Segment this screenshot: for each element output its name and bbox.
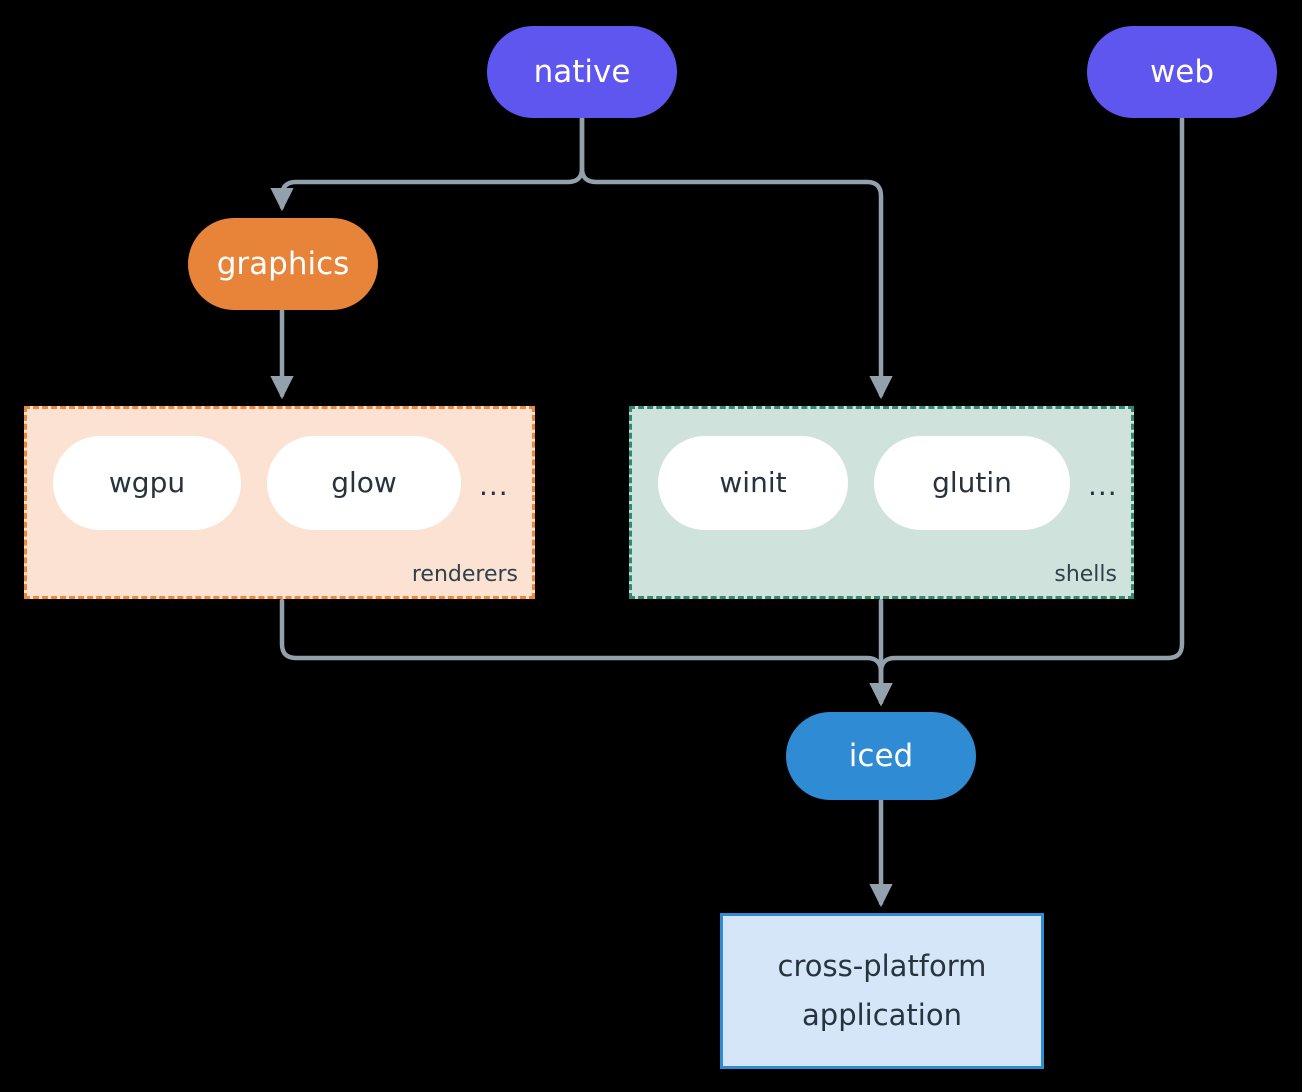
group-renderers: wgpu glow ... renderers (24, 406, 535, 599)
edge-web-iced (869, 115, 1185, 707)
node-application-line1: cross-platform (777, 948, 987, 983)
edge-renderers-iced (279, 598, 893, 707)
chip-wgpu[interactable]: wgpu (53, 436, 241, 530)
group-shells-label: shells (1054, 562, 1117, 587)
chip-glutin-label: glutin (932, 466, 1012, 499)
node-graphics[interactable]: graphics (188, 218, 378, 310)
edge-native-trunk (270, 115, 585, 212)
node-native[interactable]: native (487, 26, 677, 118)
group-renderers-label: renderers (411, 562, 518, 587)
chip-glutin[interactable]: glutin (874, 436, 1070, 530)
shells-more-ellipsis: ... (1088, 469, 1118, 502)
node-iced-label: iced (848, 737, 914, 774)
chip-glow-label: glow (331, 466, 397, 499)
group-shells: winit glutin ... shells (629, 406, 1134, 599)
node-web[interactable]: web (1087, 26, 1277, 118)
node-application-line2: application (802, 998, 962, 1032)
chip-winit-label: winit (719, 466, 787, 499)
chip-wgpu-label: wgpu (108, 466, 186, 499)
node-graphics-label: graphics (216, 245, 350, 282)
chip-winit[interactable]: winit (658, 436, 848, 530)
node-iced[interactable]: iced (786, 712, 976, 800)
node-application[interactable]: cross-platform application (720, 913, 1044, 1069)
chip-glow[interactable]: glow (267, 436, 461, 530)
edge-native-shells (579, 115, 893, 400)
renderers-more-ellipsis: ... (479, 469, 509, 502)
node-native-label: native (533, 53, 631, 90)
node-web-label: web (1149, 53, 1215, 90)
